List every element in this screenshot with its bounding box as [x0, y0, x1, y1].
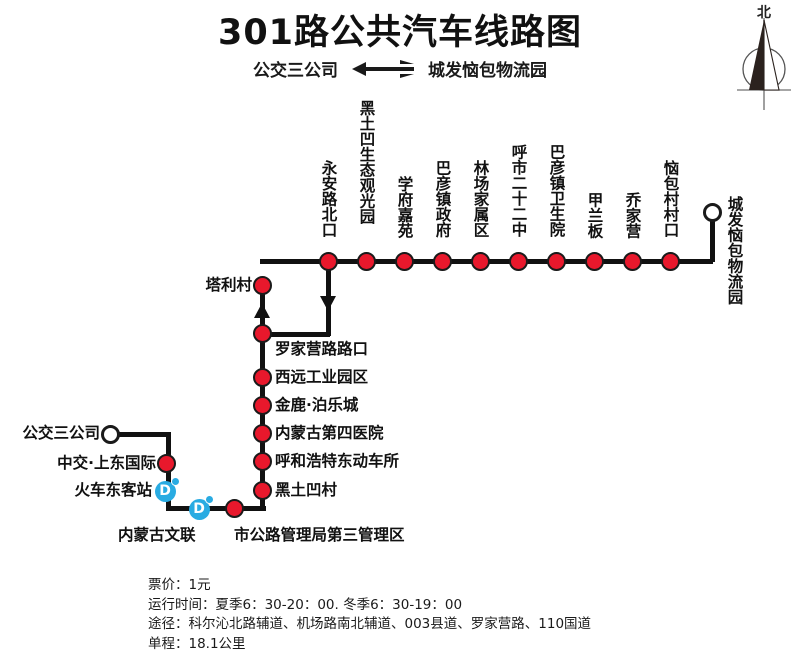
stop-marker[interactable]	[546, 252, 566, 271]
stop-label: 塔利村	[205, 276, 252, 294]
metro-d-icon[interactable]: D	[154, 476, 180, 502]
stop-label: 呼和浩特东动车所	[275, 452, 400, 470]
stop-label: 巴彦镇政府	[433, 160, 452, 238]
bidirectional-arrow-icon	[352, 59, 414, 78]
stop-marker[interactable]	[584, 252, 604, 271]
line-east-terminal	[709, 212, 715, 262]
line-loop-bottom	[259, 331, 330, 337]
stop-marker[interactable]	[356, 252, 376, 271]
subtitle-origin: 公交三公司	[253, 61, 338, 81]
stop-label: 学府嘉苑	[395, 176, 414, 238]
via-roads-info: 途径：科尔沁北路辅道、机场路南北辅道、003县道、罗家营路、110国道	[148, 616, 592, 633]
hours-info: 运行时间：夏季6：30-20：00. 冬季6：30-19：00	[148, 596, 463, 613]
stop-marker[interactable]	[318, 252, 338, 271]
stop-label: 黑土凹生态观光园	[357, 100, 376, 224]
stop-label: 内蒙古文联	[118, 526, 196, 544]
terminal-east-label: 城发恼包物流园	[725, 196, 744, 305]
stop-label: 中交·上东国际	[57, 454, 156, 472]
stop-label: 巴彦镇卫生院	[547, 144, 566, 237]
stop-label: 黑土凹村	[275, 481, 338, 499]
stop-label: 罗家营路路口	[275, 340, 369, 358]
stop-label: 内蒙古第四医院	[275, 424, 384, 442]
stop-marker[interactable]	[252, 367, 272, 387]
compass-north-label: 北	[757, 5, 771, 21]
compass-rose: 北	[735, 2, 793, 114]
stop-label: 林场家属区	[471, 160, 490, 238]
line-main-vertical	[259, 281, 265, 508]
stop-marker[interactable]	[224, 498, 244, 518]
stop-label: 西远工业园区	[275, 368, 369, 386]
stop-marker[interactable]	[432, 252, 452, 271]
fare-info: 票价：1元	[148, 577, 211, 593]
stop-label: 恼包村村口	[661, 160, 680, 238]
terminal-west-marker[interactable]	[100, 424, 120, 444]
stop-marker[interactable]	[252, 451, 272, 471]
stop-label: 乔家营	[623, 192, 642, 239]
metro-d-icon[interactable]: D	[188, 494, 214, 520]
stop-marker[interactable]	[508, 252, 528, 271]
stop-marker[interactable]	[660, 252, 680, 271]
stop-label: 永安路北口	[319, 160, 338, 238]
route-endpoints-subtitle: 公交三公司 城发恼包物流园	[0, 56, 800, 81]
stop-marker[interactable]	[156, 453, 176, 473]
line-west-terminal	[110, 431, 170, 437]
stop-marker[interactable]	[252, 323, 272, 343]
terminal-west-label: 公交三公司	[22, 424, 100, 442]
route-info-footer: 票价：1元 运行时间：夏季6：30-20：00. 冬季6：30-19：00 途径…	[148, 576, 591, 654]
stop-marker[interactable]	[252, 395, 272, 415]
stop-marker[interactable]	[252, 480, 272, 500]
line-bottom-horizontal	[165, 505, 266, 511]
compass-north-icon	[737, 18, 791, 110]
stop-marker[interactable]	[470, 252, 490, 271]
stop-label: 呼市二十二中	[509, 144, 528, 237]
stop-marker[interactable]	[252, 423, 272, 443]
terminal-east-marker[interactable]	[702, 202, 722, 222]
subtitle-destination: 城发恼包物流园	[428, 61, 547, 81]
stop-marker[interactable]	[394, 252, 414, 271]
stop-label: 金鹿·泊乐城	[275, 396, 359, 414]
direction-arrow-up-icon	[254, 303, 270, 318]
stop-label: 甲兰板	[585, 192, 604, 239]
page-title: 301路公共汽车线路图	[217, 13, 583, 53]
stop-label: 市公路管理局第三管理区	[234, 526, 405, 544]
stop-label: 火车东客站	[74, 481, 152, 499]
stop-marker[interactable]	[622, 252, 642, 271]
stop-marker[interactable]	[252, 275, 272, 295]
direction-arrow-down-icon	[320, 296, 336, 311]
distance-info: 单程：18.1公里	[148, 635, 246, 652]
